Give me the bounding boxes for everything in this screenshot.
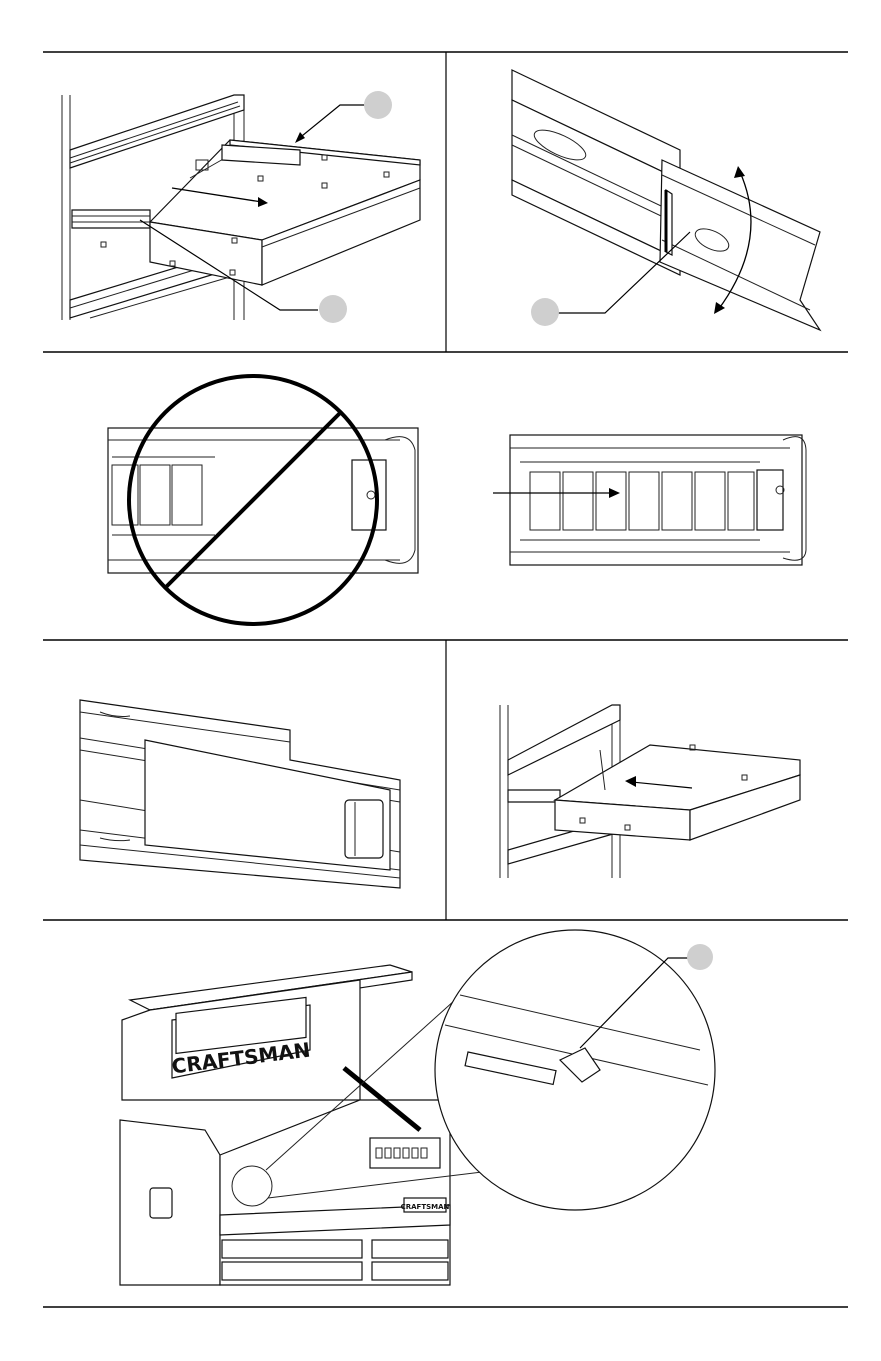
callout-circle-icon xyxy=(687,944,713,970)
panel-toolchest-lid-detail xyxy=(120,930,715,1285)
panel-incorrect-slide-position xyxy=(108,376,418,624)
panel-correct-slide-position xyxy=(493,435,806,565)
callout-circle-icon xyxy=(531,298,559,326)
side-handle-icon xyxy=(150,1188,172,1218)
callout-circle-icon xyxy=(364,91,392,119)
panel-slide-closeup xyxy=(80,700,400,888)
callout-circle-icon xyxy=(319,295,347,323)
logo-text-small: CRAFTSMAN xyxy=(401,1203,450,1211)
panel-slide-release-lever xyxy=(512,70,820,330)
panel-drawer-insert xyxy=(62,91,420,323)
power-strip-icon xyxy=(370,1138,440,1168)
panel-drawer-inserted xyxy=(500,705,800,878)
